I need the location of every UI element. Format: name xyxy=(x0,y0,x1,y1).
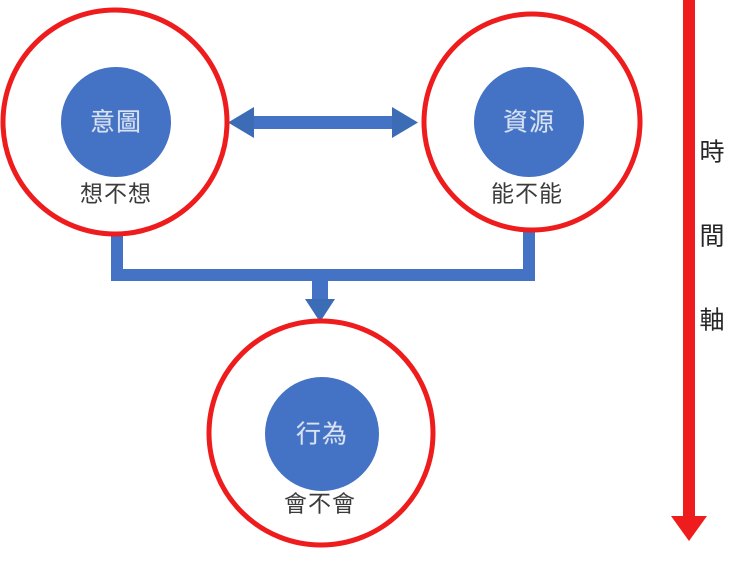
node-resource[interactable] xyxy=(421,11,643,233)
connector-to-behavior xyxy=(111,232,535,322)
double-arrow-head-right-icon xyxy=(392,107,418,138)
double-arrow-shaft xyxy=(248,116,398,129)
node-intention[interactable] xyxy=(0,7,230,237)
down-arrow-shaft xyxy=(312,269,328,302)
elbow-stem-left xyxy=(111,232,123,281)
node-resource-ring xyxy=(421,11,643,233)
node-behavior[interactable] xyxy=(206,318,436,548)
node-intention-ring xyxy=(0,7,230,237)
elbow-stem-right xyxy=(523,232,535,281)
node-behavior-core xyxy=(265,377,379,491)
connector-intention-resource xyxy=(228,107,418,138)
node-intention-core xyxy=(61,67,171,177)
node-behavior-ring xyxy=(206,318,436,548)
time-axis-arrow xyxy=(671,0,707,541)
time-axis-arrowhead-icon xyxy=(671,516,707,541)
node-resource-core xyxy=(474,67,584,177)
double-arrow-head-left-icon xyxy=(228,107,254,138)
down-arrow-head-icon xyxy=(305,299,335,322)
time-axis-shaft xyxy=(683,0,695,519)
